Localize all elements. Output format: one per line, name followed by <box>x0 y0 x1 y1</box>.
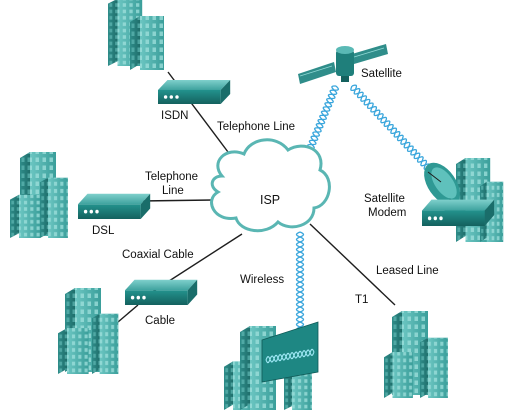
satellite-label: Satellite <box>361 68 402 80</box>
building-t1 <box>384 311 448 398</box>
diagram-labels: ISDN Telephone Line Telephone Line DSL C… <box>92 68 439 327</box>
isp-cloud: ISP <box>210 138 331 233</box>
dsl-medium-label-line1: Telephone <box>145 171 198 183</box>
cable-modem <box>125 279 198 305</box>
dsl-medium-label-line2: Line <box>162 185 184 197</box>
isp-to-wireless-wave-strand-2 <box>295 231 305 333</box>
wireless-signal-waves <box>294 84 434 333</box>
t1-label: T1 <box>355 294 368 306</box>
isdn-modem <box>158 80 231 104</box>
wireless-label: Wireless <box>240 274 284 286</box>
satellite-modem-label-line2: Modem <box>368 207 406 219</box>
isdn-label: ISDN <box>161 110 188 122</box>
isp-label: ISP <box>260 193 280 207</box>
satellite-modem-label-line1: Satellite <box>364 193 405 205</box>
satellite-icon <box>298 44 388 84</box>
isdn-medium-label: Telephone Line <box>217 121 295 133</box>
dsl-label: DSL <box>92 225 115 237</box>
t1-leased-line <box>309 223 396 306</box>
building-cable <box>58 288 119 374</box>
building-isdn <box>108 0 164 70</box>
building-dsl <box>10 152 68 238</box>
satellite-modem <box>422 199 495 226</box>
cable-medium-label: Coaxial Cable <box>122 249 194 261</box>
dsl-telephone-line <box>139 199 214 202</box>
leased-line-label: Leased Line <box>376 265 439 277</box>
dsl-modem <box>78 193 151 219</box>
cable-building-line <box>117 304 139 323</box>
cable-label: Cable <box>145 315 175 327</box>
wireless-antenna-banner <box>261 321 319 383</box>
satellite-to-dish-wave-strand-2 <box>351 84 433 174</box>
